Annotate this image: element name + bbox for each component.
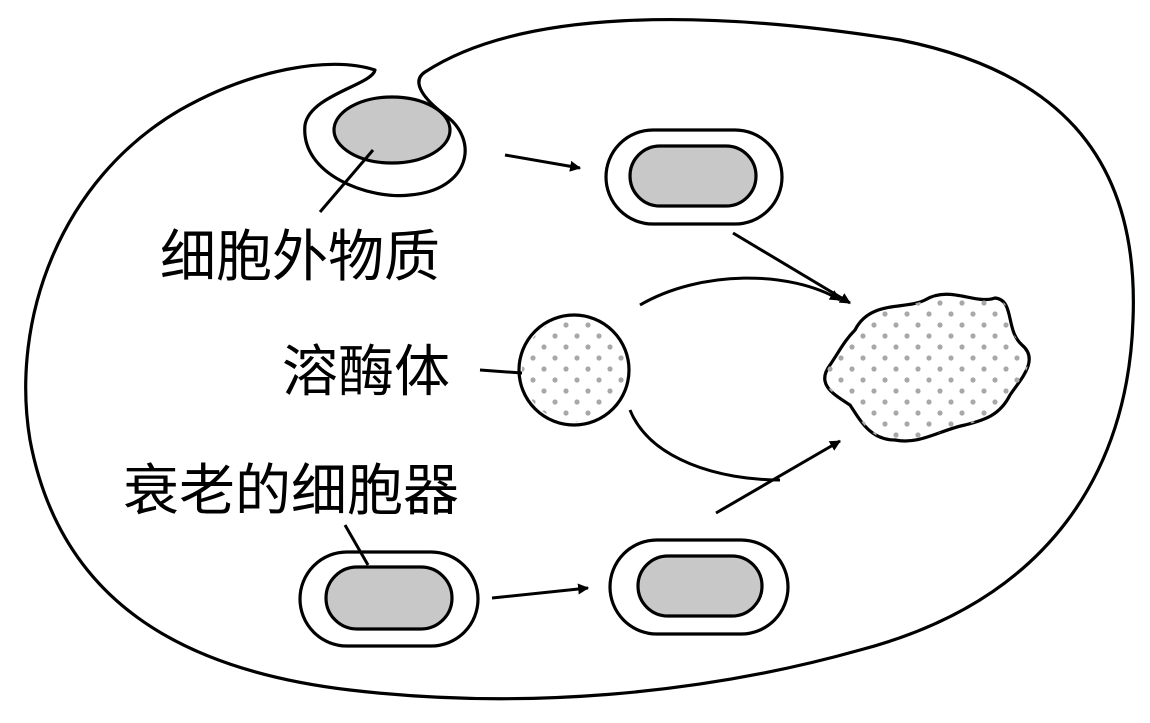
arrow-to-phagosome	[504, 153, 582, 172]
arrow-to-autophagosome	[491, 583, 590, 600]
arrow-autophagosome-to-digestion	[715, 439, 841, 515]
arrow-phagosome-to-digestion	[732, 231, 851, 305]
arrow-lysosome-to-digestion-upper	[639, 276, 841, 307]
lysosome	[517, 313, 631, 427]
leader-line-extracellular	[318, 149, 375, 213]
label-lysosome: 溶酶体	[282, 340, 450, 405]
label-aging-organelle: 衰老的细胞器	[123, 459, 459, 524]
cell-membrane	[24, 18, 1135, 701]
digestion-vesicle	[823, 292, 1031, 443]
autophagosome-bottom	[608, 538, 790, 636]
label-extracellular-substance: 细胞外物质	[160, 225, 440, 290]
aging-organelle-enclosed	[298, 550, 480, 648]
arrow-lysosome-lower-curve	[628, 409, 781, 482]
leader-line-aging-organelle	[343, 524, 370, 566]
phagosome-top	[604, 128, 784, 226]
leader-line-lysosome	[479, 368, 523, 375]
phagocytosed-material	[332, 95, 452, 165]
